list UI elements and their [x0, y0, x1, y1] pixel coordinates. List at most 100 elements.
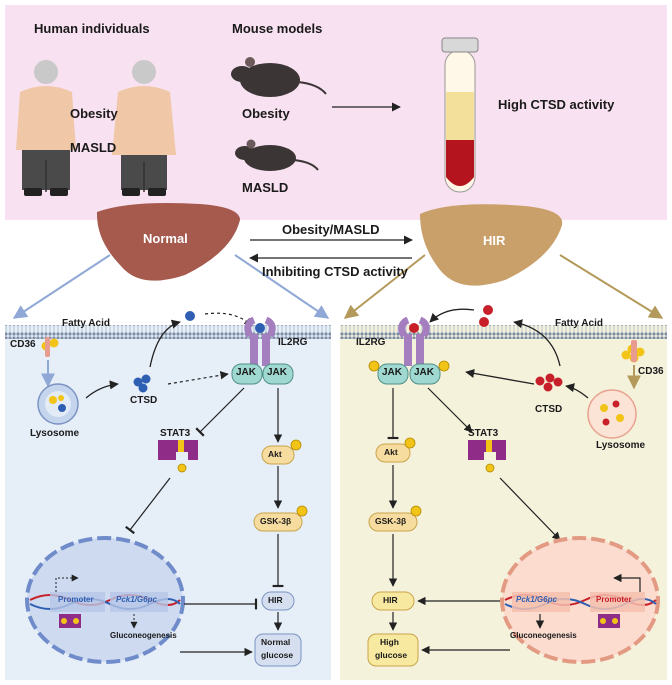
- mouse-obesity-label: Obesity: [242, 106, 290, 121]
- left-akt-label: Akt: [268, 449, 282, 459]
- blood-tube-icon: [441, 37, 479, 193]
- right-gsk3b-phospho-icon: [410, 505, 422, 517]
- right-ctsd-secretion-arrow: [513, 319, 561, 367]
- left-gsk3b-phospho-icon: [296, 505, 308, 517]
- right-lysosome-to-ctsd-arrow: [565, 383, 589, 399]
- left-jak-label-a: JAK: [236, 367, 257, 378]
- normal-liver-pointer-right: [234, 254, 330, 319]
- left-jak-box-b: [262, 363, 294, 385]
- hir-cell-membrane: [340, 325, 667, 339]
- human-figure-obese-man-icon: [16, 60, 76, 196]
- normal-liver-icon: [96, 203, 241, 281]
- right-jak-phospho-icon-b: [438, 360, 450, 372]
- left-stat3-to-nucleus-inhibit: [125, 477, 171, 535]
- right-akt-label: Akt: [384, 447, 398, 457]
- left-gsk3b-box: [253, 512, 303, 532]
- right-il2rg-label: IL2RG: [356, 337, 386, 348]
- left-hir-label: HIR: [268, 595, 283, 605]
- right-promoter-label: Promoter: [596, 595, 632, 604]
- right-ctsd-binding-arrow: [429, 308, 475, 323]
- mouse-masld-icon: [235, 139, 319, 171]
- left-genes-label: Pck1/G6pc: [116, 595, 157, 604]
- left-ctsd-label: CTSD: [130, 395, 158, 406]
- hir-liver-pointer-right: [559, 254, 664, 319]
- left-ctsd-cluster-icon: [133, 374, 151, 393]
- right-nucleus-icon: [500, 536, 660, 664]
- left-jak-box-a: [231, 363, 263, 385]
- left-ctsd-secretion-arrow: [149, 319, 181, 368]
- left-secreted-ctsd-icon: [185, 311, 195, 321]
- right-akt-box: [375, 443, 411, 463]
- left-cd36-label: CD36: [10, 339, 36, 350]
- left-il2rg-label: IL2RG: [278, 337, 308, 348]
- left-hir-box: [261, 591, 295, 611]
- right-cd36-label: CD36: [638, 366, 664, 377]
- left-jak-label-b: JAK: [267, 367, 288, 378]
- left-akt-phospho-icon: [290, 439, 302, 451]
- left-nucleus-icon: [25, 536, 185, 664]
- human-masld-label: MASLD: [70, 140, 117, 155]
- left-cd36-receptor-icon: [45, 337, 50, 357]
- right-jak-box-b: [409, 363, 441, 385]
- right-il2rg-receptor-icon: [398, 316, 430, 366]
- hir-liver-icon: [420, 204, 563, 286]
- right-hir-label: HIR: [383, 595, 398, 605]
- left-lysosome-label: Lysosome: [30, 428, 80, 439]
- left-gsk3b-label: GSK-3β: [260, 516, 292, 526]
- right-stat3-icon: [468, 440, 506, 473]
- right-jak-phospho-icon-a: [368, 360, 380, 372]
- right-fatty-acid-label: Fatty Acid: [555, 318, 603, 329]
- right-secreted-ctsd-icon-a: [483, 305, 493, 315]
- right-hir-box: [371, 591, 415, 611]
- left-ctsd-to-jak-arrow: [167, 371, 229, 385]
- left-outcome-box: [254, 633, 302, 667]
- left-lysosome-icon: [37, 383, 79, 425]
- human-figure-obese-woman-icon: [112, 60, 176, 196]
- mouse-masld-label: MASLD: [242, 180, 289, 195]
- human-individuals-title: Human individuals: [34, 21, 150, 36]
- right-ctsd-cluster-icon: [535, 373, 563, 392]
- right-lysosome-label: Lysosome: [596, 440, 646, 451]
- mouse-obesity-icon: [231, 57, 327, 97]
- left-jak-inhibits-stat3: [195, 387, 245, 437]
- left-outcome-line1: Normal: [261, 637, 291, 647]
- hir-liver-label: HIR: [483, 233, 506, 248]
- normal-liver-label: Normal: [143, 231, 188, 246]
- right-stat3-label: STAT3: [468, 428, 499, 439]
- right-genes-label: Pck1/G6pc: [516, 595, 557, 604]
- left-stat3-label: STAT3: [160, 428, 191, 439]
- left-gluconeogenesis-label: Gluconeogenesis: [110, 631, 177, 640]
- left-il2rg-receptor-icon: [244, 316, 276, 366]
- mouse-models-title: Mouse models: [232, 21, 323, 36]
- right-gsk3b-box: [368, 512, 418, 532]
- obesity-masld-label: Obesity/MASLD: [282, 222, 380, 237]
- inhibiting-ctsd-label: Inhibiting CTSD activity: [262, 264, 408, 279]
- left-akt-box: [261, 445, 295, 465]
- right-stat3-to-nucleus-arrow: [499, 477, 561, 541]
- right-ctsd-label: CTSD: [535, 404, 563, 415]
- right-jak-to-stat3-arrow: [427, 387, 473, 433]
- human-obesity-label: Obesity: [70, 106, 118, 121]
- right-ctsd-to-jak-arrow: [465, 368, 535, 385]
- hir-liver-pointer-left: [343, 254, 426, 319]
- right-lysosome-icon: [587, 389, 637, 439]
- left-lysosome-to-ctsd-arrow: [85, 380, 119, 399]
- normal-liver-pointer-left: [12, 254, 111, 319]
- left-fatty-acid-label: Fatty Acid: [62, 318, 110, 329]
- right-cd36-receptor-icon: [631, 340, 637, 362]
- right-jak-label-a: JAK: [382, 367, 403, 378]
- right-akt-phospho-icon: [404, 437, 416, 449]
- left-stat3-icon: [158, 440, 198, 473]
- left-outcome-line2: glucose: [261, 650, 294, 660]
- right-gsk3b-label: GSK-3β: [375, 516, 407, 526]
- high-ctsd-activity-label: High CTSD activity: [498, 97, 615, 112]
- top-panel-bg: [5, 5, 667, 220]
- right-jak-box-a: [377, 363, 409, 385]
- right-outcome-line1: High: [380, 637, 399, 647]
- right-gluconeogenesis-label: Gluconeogenesis: [510, 631, 577, 640]
- right-outcome-line2: glucose: [375, 650, 408, 660]
- right-jak-label-b: JAK: [414, 367, 435, 378]
- right-outcome-box: [367, 633, 419, 667]
- left-promoter-label: Promoter: [58, 595, 94, 604]
